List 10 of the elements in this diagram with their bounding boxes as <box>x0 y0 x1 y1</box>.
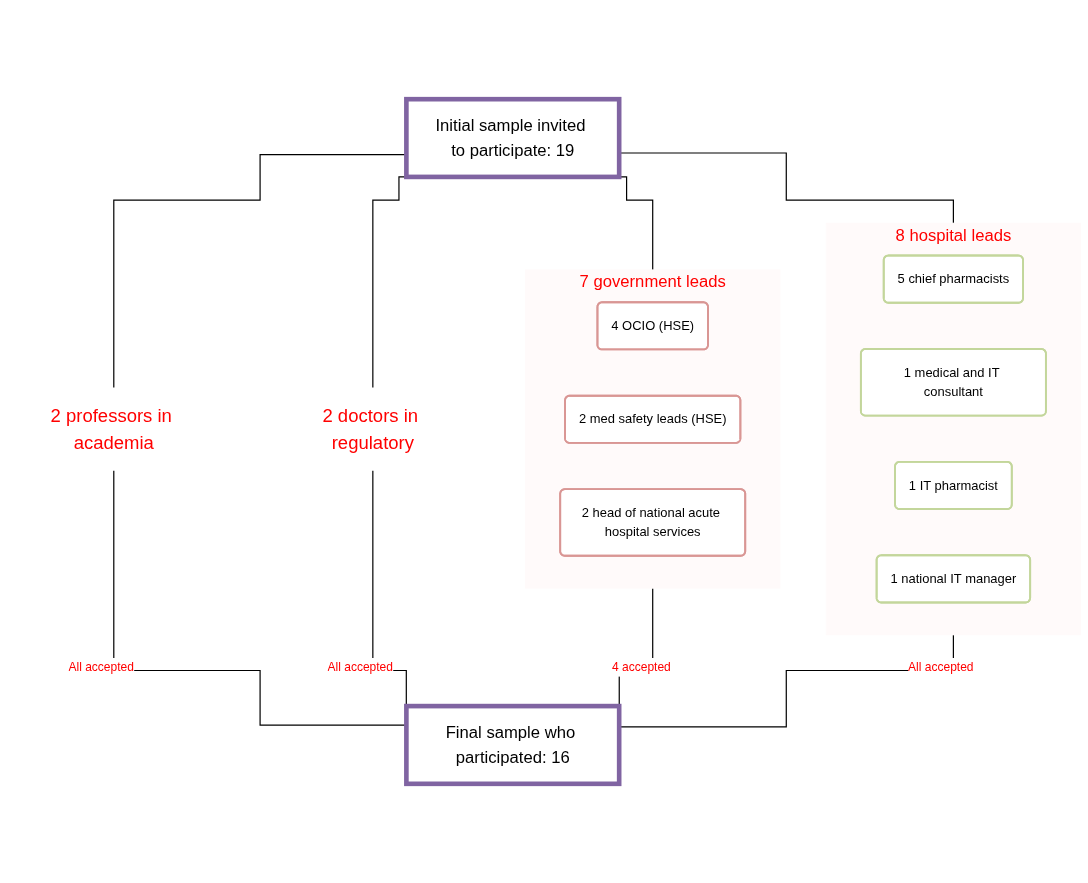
edge-label: All accepted <box>68 659 134 674</box>
edge-label: All accepted <box>327 659 394 674</box>
node-box: Final sample who participated: 16 <box>404 703 622 787</box>
edge-label: 4 accepted <box>611 659 671 674</box>
node-text: 8 hospital leads <box>895 225 1012 245</box>
node-box: Initial sample invited to participate: 19 <box>404 96 622 180</box>
node-text: 7 government leads <box>579 272 726 292</box>
node-text: 2 professors in academia <box>50 404 172 454</box>
edge-label: All accepted <box>908 659 974 674</box>
node-text: 2 doctors in regulatory <box>322 404 419 454</box>
